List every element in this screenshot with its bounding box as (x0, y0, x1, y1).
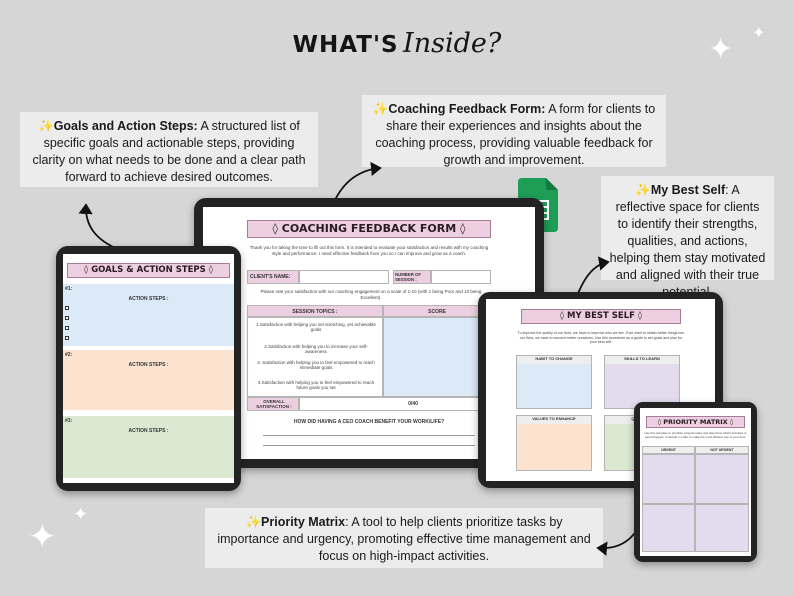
quadrant-3[interactable] (642, 504, 695, 552)
callout-title: Coaching Feedback Form: (388, 102, 546, 116)
quadrant-2[interactable] (695, 454, 749, 504)
skills-box[interactable]: SKILLS TO LEARN (604, 355, 680, 409)
tablet-goals: ◊ GOALS & ACTION STEPS ◊ #1: ACTION STEP… (56, 246, 241, 491)
checkbox-icon[interactable] (65, 316, 69, 320)
callout-title: My Best Self (650, 183, 726, 197)
topics-column: 1.Satisfaction with helping you set stre… (247, 317, 383, 397)
rate-instructions: Please rate your satisfaction with our c… (260, 289, 482, 300)
callout-best-self: ✨My Best Self: A reflective space for cl… (601, 176, 774, 299)
sparkle-icon: ✦ (73, 504, 89, 524)
session-number-label: NUMBER OF SESSION : (393, 270, 431, 284)
sparkle-icon: ✨ (245, 515, 262, 529)
topic-row: 3. Satisfaction with helping you to feel… (257, 360, 375, 370)
sparkle-icon: ✨ (372, 102, 389, 116)
feedback-form-title: ◊ COACHING FEEDBACK FORM ◊ (247, 220, 491, 238)
answer-line[interactable] (263, 445, 475, 446)
quadrant-4[interactable] (695, 504, 749, 552)
score-header: SCORE (383, 305, 491, 317)
callout-title: Goals and Action Steps: (53, 119, 198, 133)
client-name-field[interactable] (299, 270, 389, 284)
topic-row: 2.Satisfaction with helping you to incre… (264, 344, 368, 354)
sparkle-icon: ✦ (28, 518, 57, 556)
sparkle-icon: ✦ (752, 25, 766, 42)
page-title: WHAT'S Inside? (0, 28, 794, 59)
goal-block-3: #3: ACTION STEPS : (63, 416, 234, 478)
session-number-field[interactable] (431, 270, 491, 284)
title-part-2: Inside? (403, 28, 502, 59)
overall-score: 0/40 (299, 397, 491, 411)
habit-box[interactable]: HABIT TO CHANGE (516, 355, 592, 409)
benefit-question: HOW DID HAVING A CEO COACH BENEFIT YOUR … (293, 419, 445, 425)
quadrant-1[interactable] (642, 454, 695, 504)
arrow-goals (78, 203, 121, 251)
score-column[interactable] (383, 317, 491, 397)
sparkle-icon: ✦ (708, 33, 734, 66)
answer-line[interactable] (263, 435, 475, 436)
values-box[interactable]: VALUES TO ENHANCE (516, 415, 592, 471)
overall-label: OVERALL SATISFACTION : (247, 397, 299, 411)
sparkle-icon: ✨ (635, 183, 651, 197)
priority-title: ◊ PRIORITY MATRIX ◊ (646, 416, 745, 428)
checkbox-icon[interactable] (65, 306, 69, 310)
client-name-label: CLIENT'S NAME: (247, 270, 299, 284)
title-part-1: WHAT'S (292, 32, 399, 58)
feedback-intro: Thank you for taking the time to fill ou… (249, 245, 489, 256)
callout-priority: ✨Priority Matrix: A tool to help clients… (205, 508, 603, 568)
goal-block-2: #2: ACTION STEPS : (63, 350, 234, 410)
callout-title: Priority Matrix (261, 515, 346, 529)
checkbox-icon[interactable] (65, 336, 69, 340)
callout-text: : A tool to help clients prioritize task… (217, 515, 591, 563)
goals-title: ◊ GOALS & ACTION STEPS ◊ (67, 263, 230, 278)
goal-block-1: #1: ACTION STEPS : (63, 284, 234, 346)
topic-row: 1.Satisfaction with helping you set stre… (256, 322, 376, 332)
sparkle-icon: ✨ (38, 119, 54, 133)
topic-row: 4.Satisfaction with helping you to feel … (257, 380, 375, 390)
best-self-title: ◊ MY BEST SELF ◊ (521, 309, 681, 324)
callout-text: A form for clients to share their experi… (375, 102, 656, 167)
callout-goals: ✨Goals and Action Steps: A structured li… (20, 112, 318, 187)
urgent-header: URGENT (642, 446, 695, 454)
callout-text: A structured list of specific goals and … (32, 119, 306, 184)
checkbox-icon[interactable] (65, 326, 69, 330)
topics-header: SESSION TOPICS : (247, 305, 383, 317)
not-urgent-header: NOT URGENT (695, 446, 749, 454)
best-self-intro: To improve the quality of our lives, we … (517, 331, 685, 344)
arrow-coaching (334, 161, 382, 201)
priority-intro: Use this template to prioritize projects… (644, 431, 747, 439)
priority-screen: ◊ PRIORITY MATRIX ◊ Use this template to… (640, 408, 751, 556)
callout-coaching: ✨Coaching Feedback Form: A form for clie… (362, 95, 666, 167)
tablet-priority-matrix: ◊ PRIORITY MATRIX ◊ Use this template to… (634, 402, 757, 562)
goals-screen: ◊ GOALS & ACTION STEPS ◊ #1: ACTION STEP… (63, 254, 234, 483)
callout-text: : A reflective space for clients to iden… (609, 183, 766, 299)
